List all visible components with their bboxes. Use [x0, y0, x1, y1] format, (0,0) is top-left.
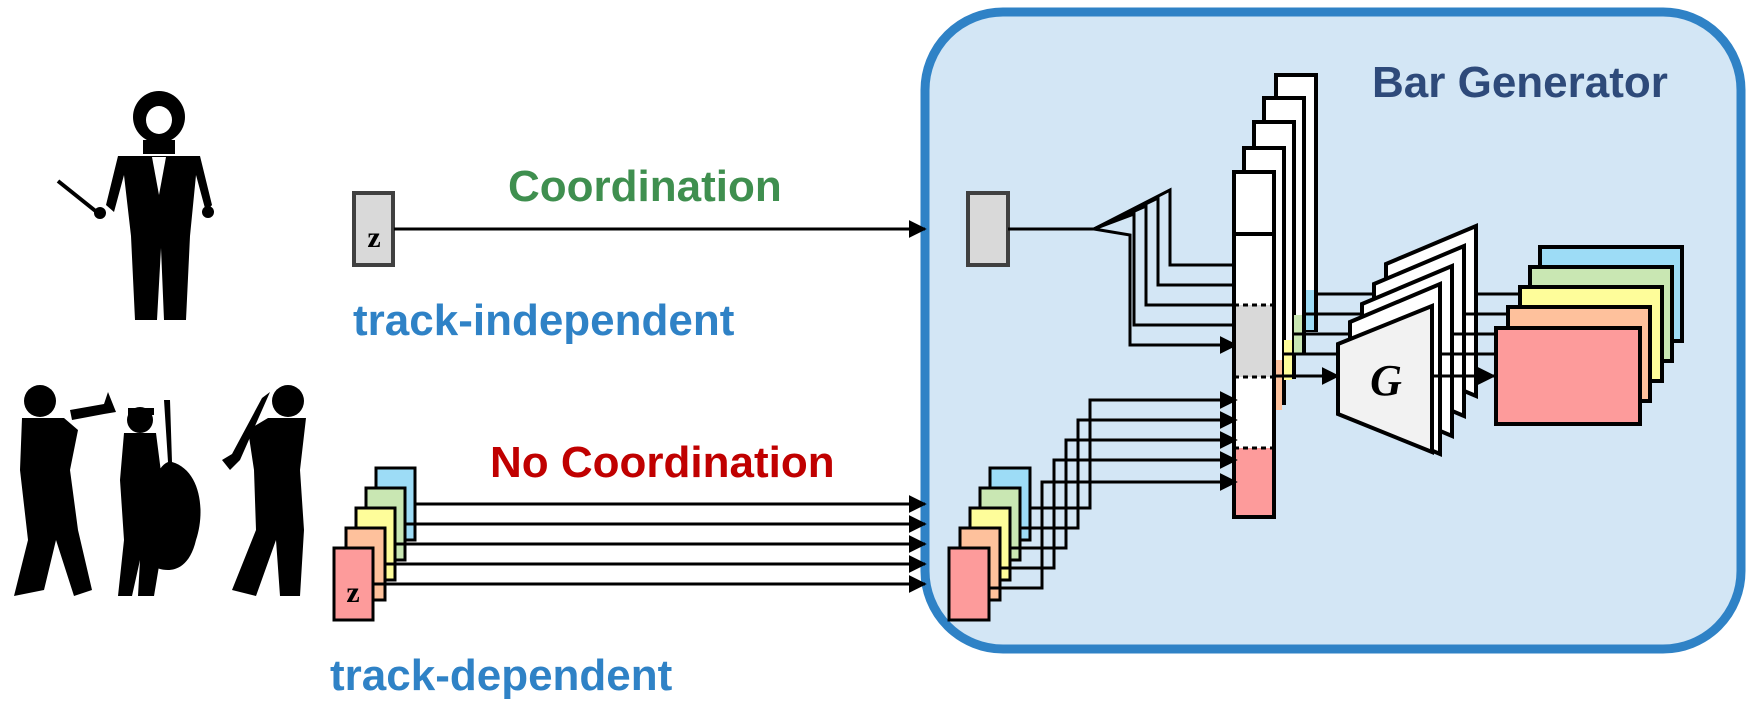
- bar-generator-title: Bar Generator: [1372, 58, 1668, 107]
- z-track-label: z: [346, 576, 359, 609]
- track-independent-label: track-independent: [353, 296, 735, 345]
- z-track-stack: [332, 466, 417, 622]
- z-shared-noise-box: [352, 191, 395, 267]
- track-z-routing: [989, 391, 1238, 590]
- generator-g-label: G: [1370, 356, 1402, 405]
- shared-z-fanout: [1093, 187, 1240, 354]
- conductor-silhouette-icon: [56, 91, 214, 320]
- output-track-stack: [1494, 245, 1684, 426]
- no-coordination-arrows: [373, 495, 927, 593]
- no-coordination-label: No Coordination: [490, 438, 835, 487]
- jazz-band-silhouette-icon: [14, 385, 306, 596]
- track-dependent-label: track-dependent: [330, 651, 673, 700]
- generator-g-shape: [1336, 303, 1434, 455]
- panel-shared-z: [966, 191, 1010, 267]
- bar-generator-panel: [920, 7, 1746, 654]
- z-shared-label: z: [367, 221, 380, 254]
- coordination-label: Coordination: [508, 162, 782, 211]
